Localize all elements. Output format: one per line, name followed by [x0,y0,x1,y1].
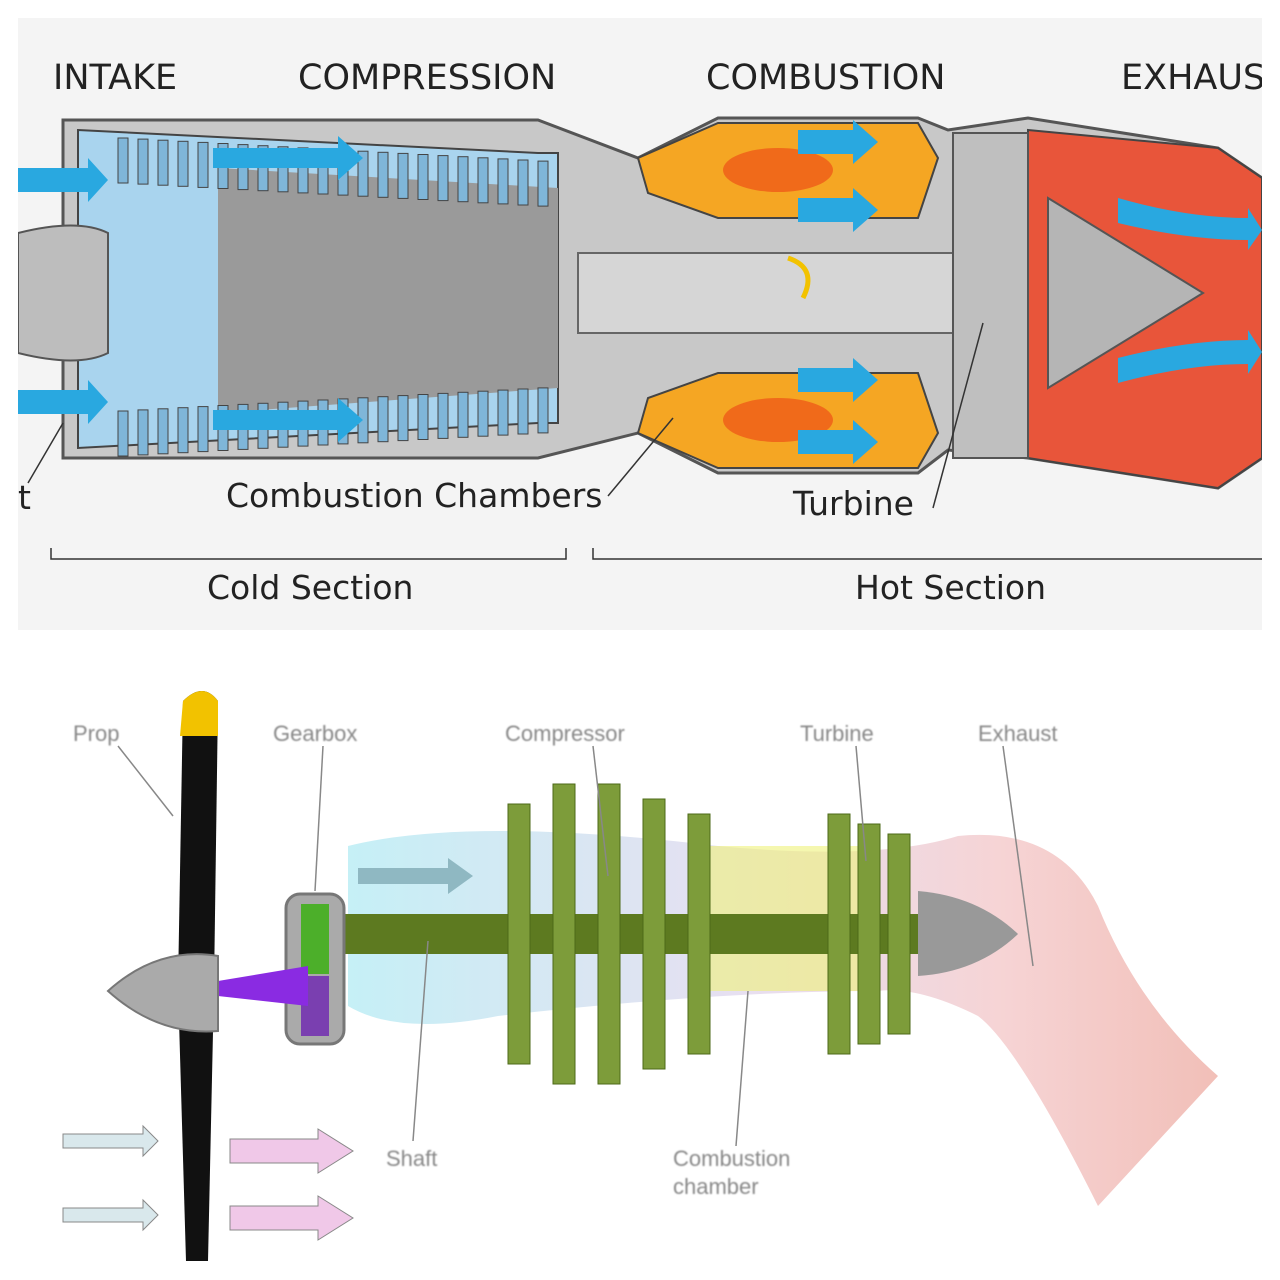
turboprop-diagram: Prop Gearbox Compressor Turbine Exhaust … [18,646,1262,1262]
compressor-blade [457,391,469,438]
intake-spinner [18,224,109,362]
stage-label-combustion: COMBUSTION [706,58,946,98]
compressor-blade [177,140,189,187]
compressor-blade [157,139,169,186]
shaft [577,252,969,334]
compressor-blade [457,156,469,203]
label-compressor: Compressor [505,721,625,746]
exhaust-cone [1047,196,1205,390]
airflow-arrow-icon [18,380,108,424]
compressor-blade [397,395,409,442]
airflow-arrow-icon [18,158,108,202]
compressor-blade [437,392,449,439]
airflow-arrow-icon [798,120,878,164]
compressor-blade [517,388,529,435]
callout-turbine: Turbine [793,484,914,523]
turbine-stages [952,132,1029,459]
arrow-icon [62,1198,159,1232]
compressor-blade [417,394,429,440]
turbojet-drawing [18,116,1262,560]
compressor-blade [477,157,489,204]
compressor-blade [497,389,509,436]
compressor-blade [397,152,409,199]
hot-section-bracket [592,548,1262,560]
label-shaft: Shaft [386,1146,438,1171]
compressor-blade [417,154,429,200]
turbojet-diagram: INTAKE COMPRESSION COMBUSTION EXHAUS t C… [18,18,1262,630]
compressor-blade [377,396,389,443]
compressor-blade [197,141,209,188]
airflow-arrow-icon [798,420,878,464]
compressor-stages [507,783,911,1085]
label-turbine: Turbine [800,721,874,746]
exhaust-cone [918,891,1018,976]
compressor-blade [377,151,389,198]
compressor-blade [277,146,289,193]
turboprop-drawing [62,691,1218,1261]
label-combustion-chamber-line2: chamber [673,1174,759,1199]
stage-disc [887,833,911,1035]
stage-disc [687,813,711,1055]
airflow-arrow-icon [1118,330,1262,383]
compressor-blade [157,408,169,455]
stage-label-compression: COMPRESSION [298,58,557,98]
cold-section-bracket [50,548,567,560]
arrow-icon [62,1124,159,1158]
stage-disc [597,783,621,1085]
stage-disc [642,798,666,1070]
compressor-blade [537,160,549,207]
compressor-blade [477,390,489,437]
label-gearbox: Gearbox [273,721,358,746]
label-combustion-chamber-line1: Combustion [673,1146,791,1171]
label-prop: Prop [73,721,120,746]
compressor-blade [537,387,549,434]
prop-tip-icon [180,691,218,736]
prop-shaft [218,966,308,1006]
compressor-blade [357,150,369,197]
compressor-blade [257,145,269,192]
cut-off-label: t [18,478,31,517]
compressor-blade [117,410,129,457]
airflow-arrow-icon [798,188,878,232]
compressor-blade [137,138,149,185]
section-label-cold: Cold Section [207,568,414,607]
compressor-blade [497,158,509,205]
compressor-blade [197,406,209,453]
airflow-arrows [18,120,1262,464]
stage-disc [552,783,576,1085]
compressor-blade [117,137,129,184]
label-exhaust: Exhaust [978,721,1058,746]
compressor-blade [517,159,529,206]
arrow-icon [229,1128,354,1174]
stage-label-exhaust: EXHAUS [1121,58,1262,98]
compressor-blade [177,407,189,454]
prop-spinner [106,953,219,1033]
stage-disc [827,813,851,1055]
arrow-icon [229,1195,354,1241]
callout-combustion-chambers: Combustion Chambers [226,476,603,515]
stage-disc [507,803,531,1065]
airflow-arrow-icon [213,398,363,442]
stage-disc [857,823,881,1045]
arrow-icon [358,858,473,894]
airflow-arrow-icon [1118,198,1262,250]
stage-label-intake: INTAKE [53,58,178,98]
compressor-core [218,168,558,413]
airflow-arrow-icon [213,136,363,180]
airflow-arrows [62,858,473,1241]
compressor-blade [137,409,149,456]
compressor-blade [297,147,309,194]
compressor-blade [437,155,449,202]
gearbox-gears-green [301,904,329,974]
rotation-arrow-icon [787,255,811,300]
section-label-hot: Hot Section [855,568,1047,607]
airflow-arrow-icon [798,358,878,402]
flame-upper [723,148,833,192]
